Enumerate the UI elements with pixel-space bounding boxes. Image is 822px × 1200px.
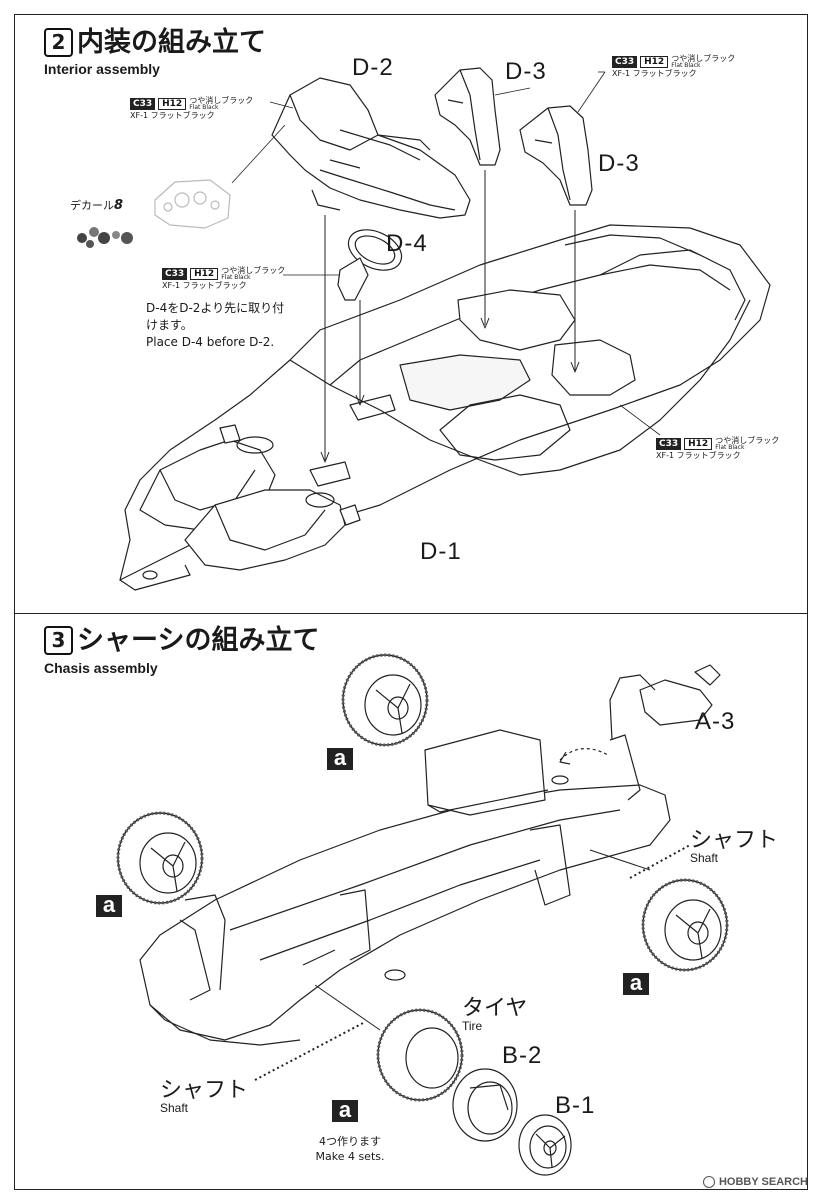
step3-leader-lines [254,844,691,1081]
paint-code-c33: C33 [612,55,638,68]
decal-number: 8 [114,198,124,213]
wheel-left-drawing [116,811,204,905]
wheel-b1-drawing [518,1114,572,1176]
shaft-label-left-jp: シャフト [160,1078,249,1103]
wheel-right-drawing [641,878,729,972]
paint-name-alt: XF-1 フラットブラック [656,451,741,460]
paint-code-h12: H12 [190,267,219,280]
dashboard-d2-drawing [271,77,471,219]
tire-label-en: Tire [462,1019,483,1033]
part-label-d1: D-1 [420,538,462,565]
paint-name-en: Flat Black [671,62,701,69]
part-label-d2: D-2 [352,54,394,81]
make-sets-jp: 4つ作ります [319,1135,381,1148]
tire-exploded-drawing [376,1008,464,1102]
part-label-a3: A-3 [695,708,736,735]
decal-label: デカール8 [70,197,123,213]
wheel-set-a-badge: a [623,972,649,995]
wheel-set-a-badge: a [327,747,353,770]
step3-subtitle: Chasis assembly [44,660,158,676]
make-sets-en: Make 4 sets. [315,1150,385,1163]
paint-code-h12: H12 [158,97,187,110]
assembly-note-jp: D-4をD-2より先に取り付けます。 [146,301,285,332]
step2-title-text: 内装の組み立て [77,27,266,58]
watermark-logo-icon [702,1176,715,1188]
paint-name-alt: XF-1 フラットブラック [130,111,215,120]
wheel-set-a-badge: a [96,894,122,917]
part-label-d4: D-4 [386,230,428,257]
chassis-tub-d1-drawing [119,224,771,591]
paint-name-alt: XF-1 フラットブラック [612,69,697,78]
paint-name-en: Flat Black [189,104,219,111]
shaft-label-left-en: Shaft [160,1101,189,1115]
paint-code-c33: C33 [162,267,188,280]
step2-subtitle: Interior assembly [44,61,160,77]
paint-code-h12: H12 [640,55,669,68]
make-sets-note: 4つ作ります Make 4 sets. [290,1134,410,1164]
part-label-b1: B-1 [555,1092,596,1119]
shaft-label-right-jp: シャフト [690,828,779,853]
paint-name-alt: XF-1 フラットブラック [162,281,247,290]
paint-code-c33: C33 [656,437,682,450]
paint-name-jp: つや消しブラック [715,436,780,445]
step3-title-text: シャーシの組み立て [77,625,320,656]
shaft-label-right-en: Shaft [690,851,719,865]
chassis-frame-drawing [139,664,721,1046]
part-label-b2: B-2 [502,1042,543,1069]
section-divider [14,613,808,614]
part-label-d3-top: D-3 [505,58,547,85]
seat-d3-top-drawing [434,67,501,166]
step2-number: 2 [44,28,73,57]
assembly-note: D-4をD-2より先に取り付けます。 Place D-4 before D-2. [146,300,296,351]
watermark: HOBBY SEARCH [702,1176,808,1188]
wheel-b2-drawing [452,1068,518,1142]
paint-name-en: Flat Black [221,274,251,281]
paint-name-jp: つや消しブラック [189,96,254,105]
paint-name-jp: つや消しブラック [221,266,286,275]
step3-number: 3 [44,626,73,655]
steering-wheel-d4-drawing [337,229,403,301]
paint-code-c33: C33 [130,97,156,110]
seat-d3-right-drawing [519,105,593,206]
paint-code-h12: H12 [684,437,713,450]
assembly-note-en: Place D-4 before D-2. [146,335,275,349]
decal-label-text: デカール [70,199,114,212]
step2-leader-lines [269,71,661,463]
paint-name-jp: つや消しブラック [671,54,736,63]
instruction-sheet-border [14,14,808,1190]
watermark-text: HOBBY SEARCH [718,1176,808,1188]
decal-8-drawing [77,124,286,248]
part-label-d3-right: D-3 [598,150,640,177]
paint-name-en: Flat Black [715,444,745,451]
wheel-set-a-badge: a [332,1099,358,1122]
tire-label-jp: タイヤ [462,996,528,1021]
wheel-top-drawing [341,653,429,747]
